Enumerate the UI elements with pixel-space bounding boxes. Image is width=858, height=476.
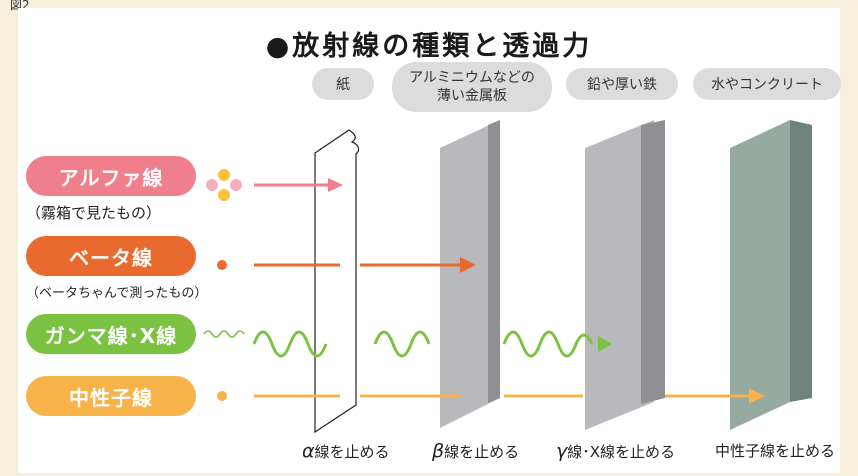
beta-particle-icon	[217, 260, 227, 270]
stop-label-beta: β線を止める	[432, 440, 519, 462]
paper-sheet	[314, 129, 360, 434]
material-label-concrete: 水やコンクリート	[693, 68, 841, 100]
neutron-particle-icon	[217, 391, 227, 401]
stop-label-alpha: α線を止める	[302, 440, 390, 462]
stop-label-alpha-text: 線を止める	[314, 443, 390, 461]
neutron-arrow	[254, 388, 765, 404]
material-label-paper: 紙	[312, 68, 374, 100]
radiation-pill-gamma: ガンマ線･X線	[26, 314, 196, 354]
stop-label-beta-greek: β	[432, 440, 445, 462]
radiation-pill-beta: ベータ線	[26, 236, 196, 276]
stop-label-gamma-text: 線･X線を止める	[567, 443, 676, 461]
beta-arrow	[254, 257, 476, 273]
diagram-title: ●放射線の種類と透過力	[265, 31, 593, 62]
alpha-arrow	[254, 178, 343, 192]
concrete-block	[730, 120, 812, 430]
radiation-pill-alpha: アルファ線	[26, 156, 196, 196]
stop-label-beta-text: 線を止める	[444, 443, 520, 461]
stop-label-neutron: 中性子線を止める	[715, 440, 835, 461]
stop-label-gamma: γ線･X線を止める	[556, 440, 675, 462]
material-label-aluminum-line2: 薄い金属板	[437, 88, 507, 104]
gamma-arrow	[252, 330, 594, 358]
alpha-particle-icon	[206, 169, 242, 201]
material-label-aluminum-line1: アルミニウムなどの	[409, 70, 535, 86]
radiation-pill-neutron: 中性子線	[26, 376, 196, 416]
stop-label-alpha-greek: α	[302, 440, 315, 462]
material-label-lead: 鉛や厚い鉄	[566, 68, 678, 100]
stop-label-neutron-text: 中性子線を止める	[715, 442, 836, 460]
stop-label-gamma-greek: γ	[556, 440, 568, 462]
lead-plate	[585, 120, 665, 430]
radiation-note-beta: （ベータちゃんで測ったもの）	[26, 286, 208, 301]
gamma-arrow-head	[598, 336, 612, 352]
radiation-note-alpha: （霧箱で見たもの）	[26, 204, 162, 222]
gamma-wave-icon	[203, 330, 245, 338]
aluminum-plate	[440, 120, 500, 428]
material-label-aluminum: アルミニウムなどの 薄い金属板	[392, 62, 552, 112]
